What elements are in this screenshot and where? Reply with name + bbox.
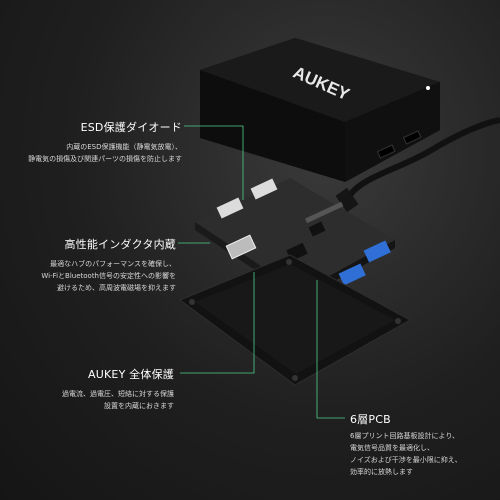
- hub-top-shell: AUKEY: [200, 38, 440, 182]
- protection-title: AUKEY 全体保護: [88, 368, 174, 381]
- pcb-description: 6層プリント回路基板設計により、 電気信号品質を最適化し、 ノイズおよび干渉を最…: [350, 430, 462, 478]
- callout-protection: AUKEY 全体保護 過電流、過電圧、短絡に対する保護 設置を内蔵におきます: [62, 366, 174, 412]
- callout-inductor: 高性能インダクタ内蔵 最適なハブのパフォーマンスを確保し、 Wi-FiとBlue…: [41, 236, 176, 294]
- pcb-title: 6層PCB: [350, 413, 391, 426]
- shell-usb-port-1: [376, 144, 396, 159]
- esd-description: 内蔵のESD保護機能（静電気放電）、 静電気の損傷及び関連パーツの損傷を防止しま…: [28, 141, 182, 165]
- usb-port-blue-1: [363, 240, 391, 263]
- cable-connector: [335, 187, 359, 213]
- inductor-title: 高性能インダクタ内蔵: [64, 238, 176, 251]
- inductor-description: 最適なハブのパフォーマンスを確保し、 Wi-FiとBluetooth信号の安定性…: [41, 258, 176, 294]
- inductor-line: 避けるため、高周波電磁場を抑えます: [57, 284, 176, 292]
- screw-hole: [395, 318, 401, 324]
- chip: [308, 221, 326, 237]
- esd-title: ESD保護ダイオード: [80, 121, 182, 134]
- protection-line: 過電流、過電圧、短絡に対する保護: [62, 390, 174, 398]
- screw-hole: [286, 259, 292, 265]
- usb-port-white-1: [250, 178, 278, 200]
- pcb-board: [195, 178, 395, 300]
- pcb-line: 6層プリント回路基板設計により、: [350, 432, 460, 440]
- status-led: [426, 86, 430, 90]
- protection-line: 設置を内蔵におきます: [104, 402, 174, 410]
- screw-hole: [292, 375, 298, 381]
- pcb-line: ノイズおよび干渉を最小限に抑え、: [350, 456, 462, 464]
- esd-line: 内蔵のESD保護機能（静電気放電）、: [66, 143, 182, 151]
- usb-c-port: [225, 234, 257, 260]
- callout-pcb: 6層PCB 6層プリント回路基板設計により、 電気信号品質を最適化し、 ノイズお…: [350, 411, 462, 478]
- callout-esd: ESD保護ダイオード 内蔵のESD保護機能（静電気放電）、 静電気の損傷及び関連…: [28, 119, 182, 165]
- pcb-line: 効率的に放熱します: [350, 468, 413, 476]
- leader-line-protection: [180, 272, 255, 374]
- leader-line-esd: [184, 125, 244, 200]
- pcb-line: 電気信号品質を最適化し、: [350, 444, 434, 452]
- inductor-line: Wi-FiとBluetooth信号の安定性への影響を: [41, 272, 176, 280]
- esd-line: 静電気の損傷及び関連パーツの損傷を防止します: [28, 155, 182, 163]
- usb-port-blue-2: [338, 263, 366, 286]
- header-pins: [305, 201, 344, 224]
- shell-usb-port-2: [402, 130, 422, 145]
- screw-hole: [189, 299, 195, 305]
- usb-port-white-2: [216, 197, 244, 219]
- leader-line-pcb: [316, 280, 345, 419]
- protection-description: 過電流、過電圧、短絡に対する保護 設置を内蔵におきます: [62, 388, 174, 412]
- hub-bottom-plate: [178, 254, 412, 386]
- inductor-line: 最適なハブのパフォーマンスを確保し、: [50, 260, 176, 268]
- usb-cable: [347, 117, 500, 197]
